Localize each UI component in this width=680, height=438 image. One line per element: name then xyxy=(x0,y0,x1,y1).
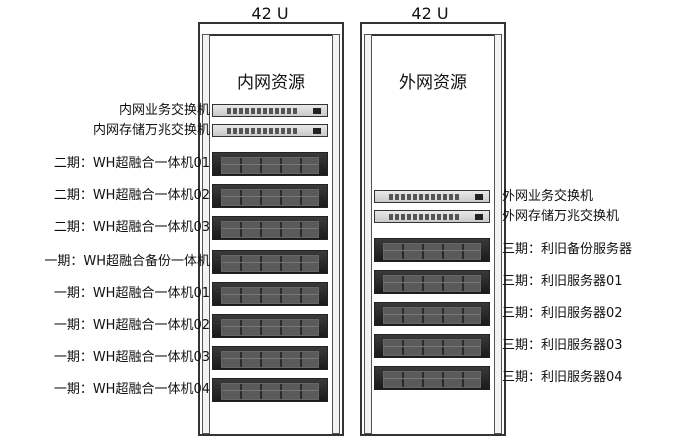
drive-bays xyxy=(221,319,319,336)
device-label: 一期：WH超融合一体机01 xyxy=(53,286,210,301)
rack-rail xyxy=(364,34,372,434)
network-switch xyxy=(212,104,328,117)
device-label: 一期：WH超融合一体机04 xyxy=(53,382,210,397)
switch-ports xyxy=(227,128,297,134)
device-label: 三期：利旧备份服务器 xyxy=(502,242,633,257)
rack-server xyxy=(374,366,490,390)
device-label: 三期：利旧服务器03 xyxy=(502,338,623,353)
switch-ports xyxy=(227,108,297,114)
rack-title-internal: 内网资源 xyxy=(237,73,305,93)
device-label: 三期：利旧服务器04 xyxy=(502,370,623,385)
rack-server xyxy=(374,270,490,294)
rack-right-units: 42 U xyxy=(411,4,449,23)
device-label: 三期：利旧服务器01 xyxy=(502,274,623,289)
rack-server xyxy=(212,346,328,370)
rack-server xyxy=(374,334,490,358)
rack-server xyxy=(212,250,328,274)
device-label: 一期：WH超融合备份一体机 xyxy=(44,254,210,269)
drive-bays xyxy=(221,255,319,272)
switch-console xyxy=(313,128,321,134)
drive-bays xyxy=(383,371,481,388)
rack-server xyxy=(374,238,490,262)
switch-console xyxy=(475,194,483,200)
device-label: 二期：WH超融合一体机03 xyxy=(53,220,210,235)
rack-server xyxy=(212,282,328,306)
drive-bays xyxy=(221,351,319,368)
device-label: 一期：WH超融合一体机02 xyxy=(53,318,210,333)
switch-ports xyxy=(389,194,459,200)
device-label: 一期：WH超融合一体机03 xyxy=(53,350,210,365)
device-label: 二期：WH超融合一体机02 xyxy=(53,188,210,203)
device-label: 二期：WH超融合一体机01 xyxy=(53,156,210,171)
drive-bays xyxy=(383,307,481,324)
rack-rail xyxy=(202,34,210,434)
rack-server xyxy=(212,314,328,338)
rack-title-external: 外网资源 xyxy=(399,73,467,93)
rack-server xyxy=(212,216,328,240)
drive-bays xyxy=(383,275,481,292)
drive-bays xyxy=(221,383,319,400)
rack-server xyxy=(374,302,490,326)
switch-console xyxy=(475,214,483,220)
device-label: 内网存储万兆交换机 xyxy=(92,122,210,138)
network-switch xyxy=(374,190,490,203)
rack-server xyxy=(212,184,328,208)
rack-left-units: 42 U xyxy=(251,4,289,23)
device-label: 外网业务交换机 xyxy=(502,188,594,204)
rack-server xyxy=(212,378,328,402)
drive-bays xyxy=(221,189,319,206)
device-label: 三期：利旧服务器02 xyxy=(502,306,623,321)
drive-bays xyxy=(221,221,319,238)
network-switch xyxy=(374,210,490,223)
drive-bays xyxy=(383,243,481,260)
network-switch xyxy=(212,124,328,137)
drive-bays xyxy=(383,339,481,356)
rack-rail xyxy=(494,34,502,434)
drive-bays xyxy=(221,157,319,174)
switch-console xyxy=(313,108,321,114)
rack-server xyxy=(212,152,328,176)
device-label: 内网业务交换机 xyxy=(118,102,210,118)
device-label: 外网存储万兆交换机 xyxy=(502,208,620,224)
drive-bays xyxy=(221,287,319,304)
rack-rail xyxy=(332,34,340,434)
switch-ports xyxy=(389,214,459,220)
